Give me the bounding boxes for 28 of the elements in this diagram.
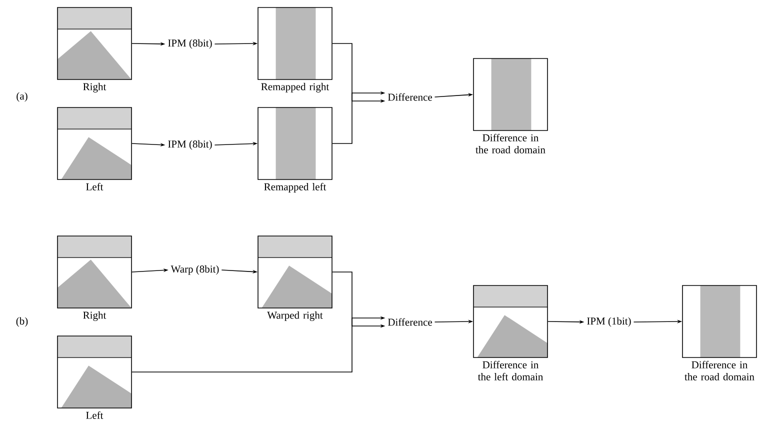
process-label: IPM (1bit) [587,317,631,327]
panel-label: (b) [16,317,28,327]
image-caption: Left [86,182,104,190]
panel-label: (a) [16,92,28,102]
image-caption: Right [83,82,106,92]
image-caption: Remapped right [261,82,330,92]
process-label: IPM (8bit) [168,140,212,150]
image-picture [258,107,332,180]
image-picture [682,285,757,358]
image-caption: Difference in the road domain [476,134,546,154]
image-caption: Warped right [267,311,323,321]
image-picture [473,285,548,358]
image-picture [258,7,332,80]
image-picture [57,107,132,180]
image-picture [57,336,132,408]
image-picture [258,236,332,308]
image-caption: Right [83,311,106,321]
image-caption: Difference in the road domain [684,360,754,380]
process-label: Warp (8bit) [170,265,219,275]
image-caption: Remapped left [264,182,326,193]
image-picture [473,58,548,131]
process-label: Difference [388,93,432,101]
image-caption: Left [86,411,104,419]
image-picture [57,7,132,80]
process-label: Difference [388,318,432,326]
image-caption: Difference in the left domain [478,360,543,380]
image-picture [57,236,132,308]
process-label: IPM (8bit) [168,39,212,49]
